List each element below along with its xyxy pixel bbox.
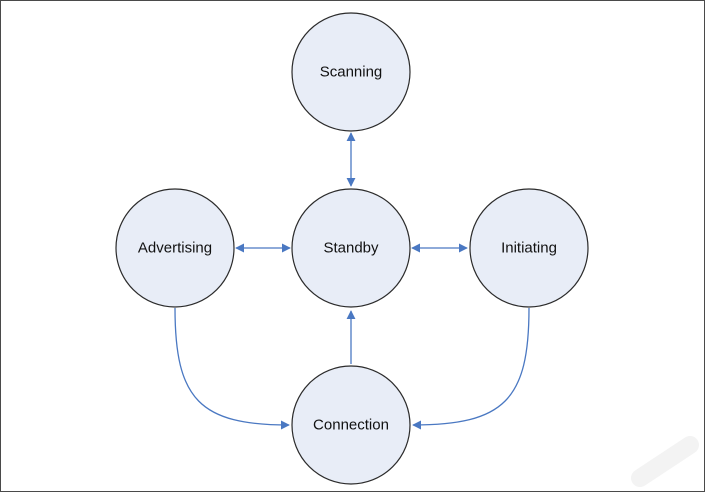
state-label-initiating: Initiating (501, 240, 557, 257)
state-standby: Standby (291, 188, 411, 308)
state-label-standby: Standby (323, 240, 379, 257)
corner-watermark (631, 436, 699, 487)
state-label-connection: Connection (313, 417, 389, 434)
state-label-advertising: Advertising (138, 240, 212, 257)
state-initiating: Initiating (469, 188, 589, 308)
state-scanning: Scanning (291, 12, 411, 132)
state-label-scanning: Scanning (320, 64, 383, 81)
state-advertising: Advertising (115, 188, 235, 308)
edge-initiating-connection (412, 307, 530, 430)
edge-advertising-connection (174, 307, 290, 430)
state-connection: Connection (291, 365, 411, 485)
transitions (174, 132, 530, 430)
